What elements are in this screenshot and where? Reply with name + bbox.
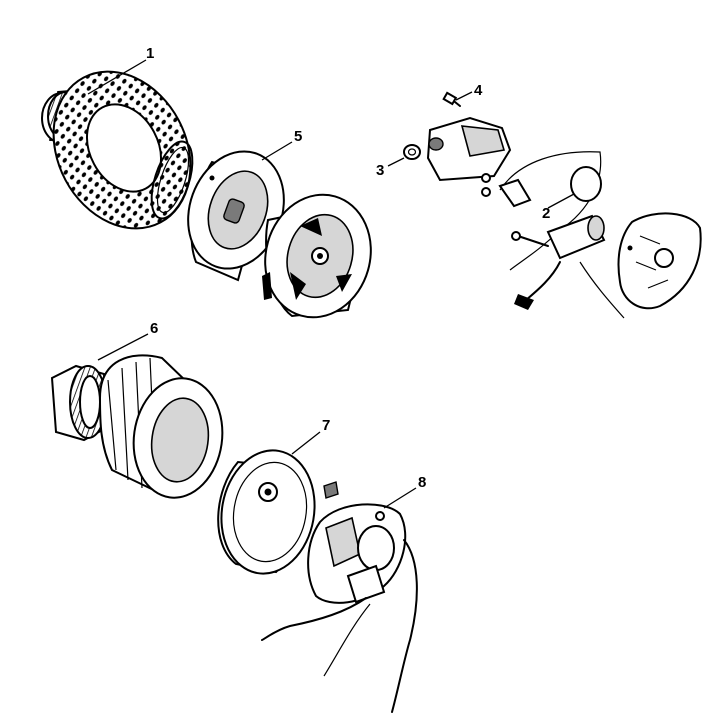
- callout-5: 5: [294, 128, 302, 145]
- callout-8: 8: [418, 474, 426, 491]
- part-8-magneto: [261, 503, 418, 713]
- callout-6: 6: [150, 320, 158, 337]
- callout-1: 1: [146, 45, 154, 62]
- callout-2: 2: [542, 205, 550, 222]
- perforated-plate: [52, 70, 192, 230]
- callout-labels: 1 2 3 4 5 6 7 8: [146, 45, 550, 491]
- part-6-finned-hub: [98, 354, 224, 499]
- callout-3: 3: [376, 162, 384, 179]
- leader-lines: [87, 59, 575, 509]
- callout-7: 7: [322, 417, 330, 434]
- part-5-flywheel: [150, 140, 372, 319]
- callout-4: 4: [474, 82, 483, 99]
- rotor-front: [187, 150, 285, 282]
- part-3-nut: [403, 144, 421, 160]
- rotor-back: [262, 193, 372, 319]
- part-6-starter-cup: [50, 364, 108, 442]
- part-1-bearing-and-plate: [41, 70, 192, 230]
- part-2-ignition-coil: [481, 151, 625, 319]
- snap-ring: [150, 140, 194, 220]
- part-7-flywheel-disc: [217, 449, 339, 575]
- part-4-cover-and-screw: [426, 91, 512, 182]
- stator-plate: [617, 212, 702, 310]
